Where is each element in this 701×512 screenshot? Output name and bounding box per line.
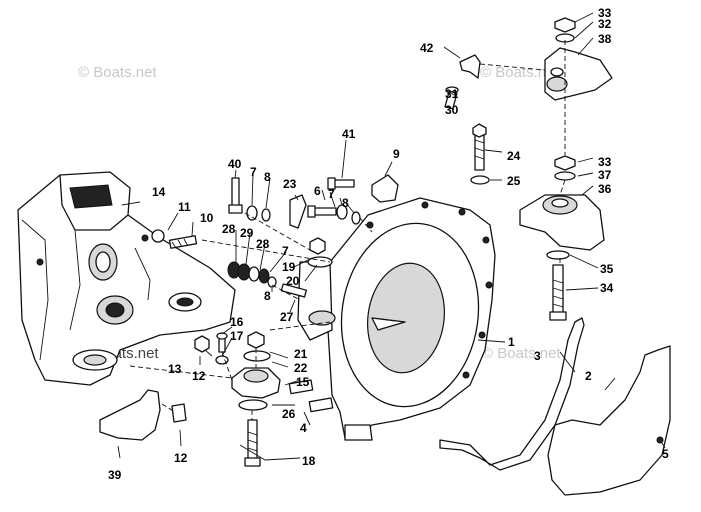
part-40-bolt	[228, 177, 243, 214]
callout-8-b: 8	[342, 196, 349, 210]
part-15-mount	[231, 367, 281, 399]
callout-32: 32	[598, 17, 612, 31]
part-7-washer-a	[246, 205, 258, 221]
callout-7-c: 7	[282, 244, 289, 258]
callout-12-a: 12	[192, 369, 206, 383]
part-8-washer-a	[261, 208, 271, 222]
callout-21: 21	[294, 347, 308, 361]
callout-22: 22	[294, 361, 308, 375]
part-8-washer-c	[267, 276, 277, 288]
callout-16: 16	[230, 315, 244, 329]
callout-40: 40	[228, 157, 242, 171]
callout-37: 37	[598, 168, 612, 182]
callout-6: 6	[314, 184, 321, 198]
callout-9: 9	[393, 147, 400, 161]
part-34-mount-bolt	[549, 264, 567, 321]
part-31-30-screw-washer	[444, 86, 459, 110]
part-35-washer	[546, 250, 570, 260]
part-12-nut-a	[194, 335, 210, 353]
part-6-bolt	[307, 205, 337, 218]
part-5-screw	[656, 436, 664, 444]
part-42-clip	[459, 54, 481, 79]
callout-24: 24	[507, 149, 521, 163]
parts-28-29-stack	[227, 261, 270, 284]
callout-8-c: 8	[264, 289, 271, 303]
callout-20: 20	[286, 274, 300, 288]
part-12-nut-b	[171, 403, 187, 423]
callout-1: 1	[508, 335, 515, 349]
callout-23: 23	[283, 177, 297, 191]
part-33-nut-top	[554, 17, 576, 33]
part-41-bolt	[327, 177, 355, 190]
part-2-cover-plate	[547, 345, 671, 496]
watermark-top-left: © Boats.net	[78, 64, 157, 81]
part-37-washer	[554, 171, 576, 181]
part-26-washer	[238, 399, 268, 411]
callout-10: 10	[200, 211, 214, 225]
part-10-bolt	[168, 235, 198, 249]
callout-34: 34	[600, 281, 614, 295]
assembly-lines	[129, 40, 566, 420]
part-18-bolt	[244, 419, 261, 467]
part-33-nut-mid	[554, 155, 576, 171]
callout-33-a: 33	[598, 6, 612, 20]
callout-35: 35	[600, 262, 614, 276]
callout-15: 15	[296, 375, 310, 389]
callout-12-b: 12	[174, 451, 188, 465]
callout-3: 3	[534, 349, 541, 363]
part-4-sleeve	[288, 379, 334, 413]
part-36-motor-mount	[519, 194, 605, 251]
part-9-clamp	[371, 174, 399, 203]
callout-7-b: 7	[328, 187, 335, 201]
part-14-adapter-housing	[17, 171, 236, 386]
callout-14: 14	[152, 185, 166, 199]
callout-26: 26	[282, 407, 296, 421]
watermark-top-right: © Boats.net	[480, 64, 559, 81]
callout-28-b: 28	[256, 237, 270, 251]
callouts: 1 2 3 4 5 6 7 7 7 8 8 8 9 10 11 12 12 13…	[108, 6, 669, 482]
part-38-mount-cap	[544, 47, 613, 101]
callout-38: 38	[598, 32, 612, 46]
callout-29: 29	[240, 226, 254, 240]
callout-42: 42	[420, 41, 434, 55]
callout-7-a: 7	[250, 165, 257, 179]
callout-11: 11	[178, 200, 191, 214]
part-8-washer-b	[351, 211, 361, 225]
callout-36: 36	[598, 182, 612, 196]
callout-25: 25	[507, 174, 521, 188]
callout-2: 2	[585, 369, 592, 383]
callout-13: 13	[168, 362, 182, 376]
part-11-washer	[151, 229, 165, 243]
part-19-nut	[309, 237, 326, 255]
leader-lines	[117, 12, 666, 461]
part-1-bell-housing	[297, 197, 496, 441]
callout-19: 19	[282, 260, 296, 274]
callout-8-a: 8	[264, 170, 271, 184]
part-23-bracket	[289, 194, 307, 229]
callout-17: 17	[230, 329, 244, 343]
callout-5: 5	[662, 447, 669, 461]
callout-41: 41	[342, 127, 356, 141]
part-25-washer	[470, 175, 490, 185]
part-24-stud	[472, 123, 487, 171]
callout-30: 30	[445, 103, 459, 117]
part-27-stud	[280, 283, 308, 298]
part-21-nut	[247, 331, 265, 349]
part-3-gasket	[439, 317, 585, 471]
callout-33-b: 33	[598, 155, 612, 169]
callout-27: 27	[280, 310, 294, 324]
part-39-bracket	[99, 389, 161, 441]
callout-39: 39	[108, 468, 122, 482]
callout-4: 4	[300, 421, 307, 435]
callout-28-a: 28	[222, 222, 236, 236]
callout-18: 18	[302, 454, 316, 468]
part-22-washer	[243, 350, 271, 362]
callout-31: 31	[445, 87, 459, 101]
watermark-bottom-right: © Boats.net	[482, 345, 561, 362]
